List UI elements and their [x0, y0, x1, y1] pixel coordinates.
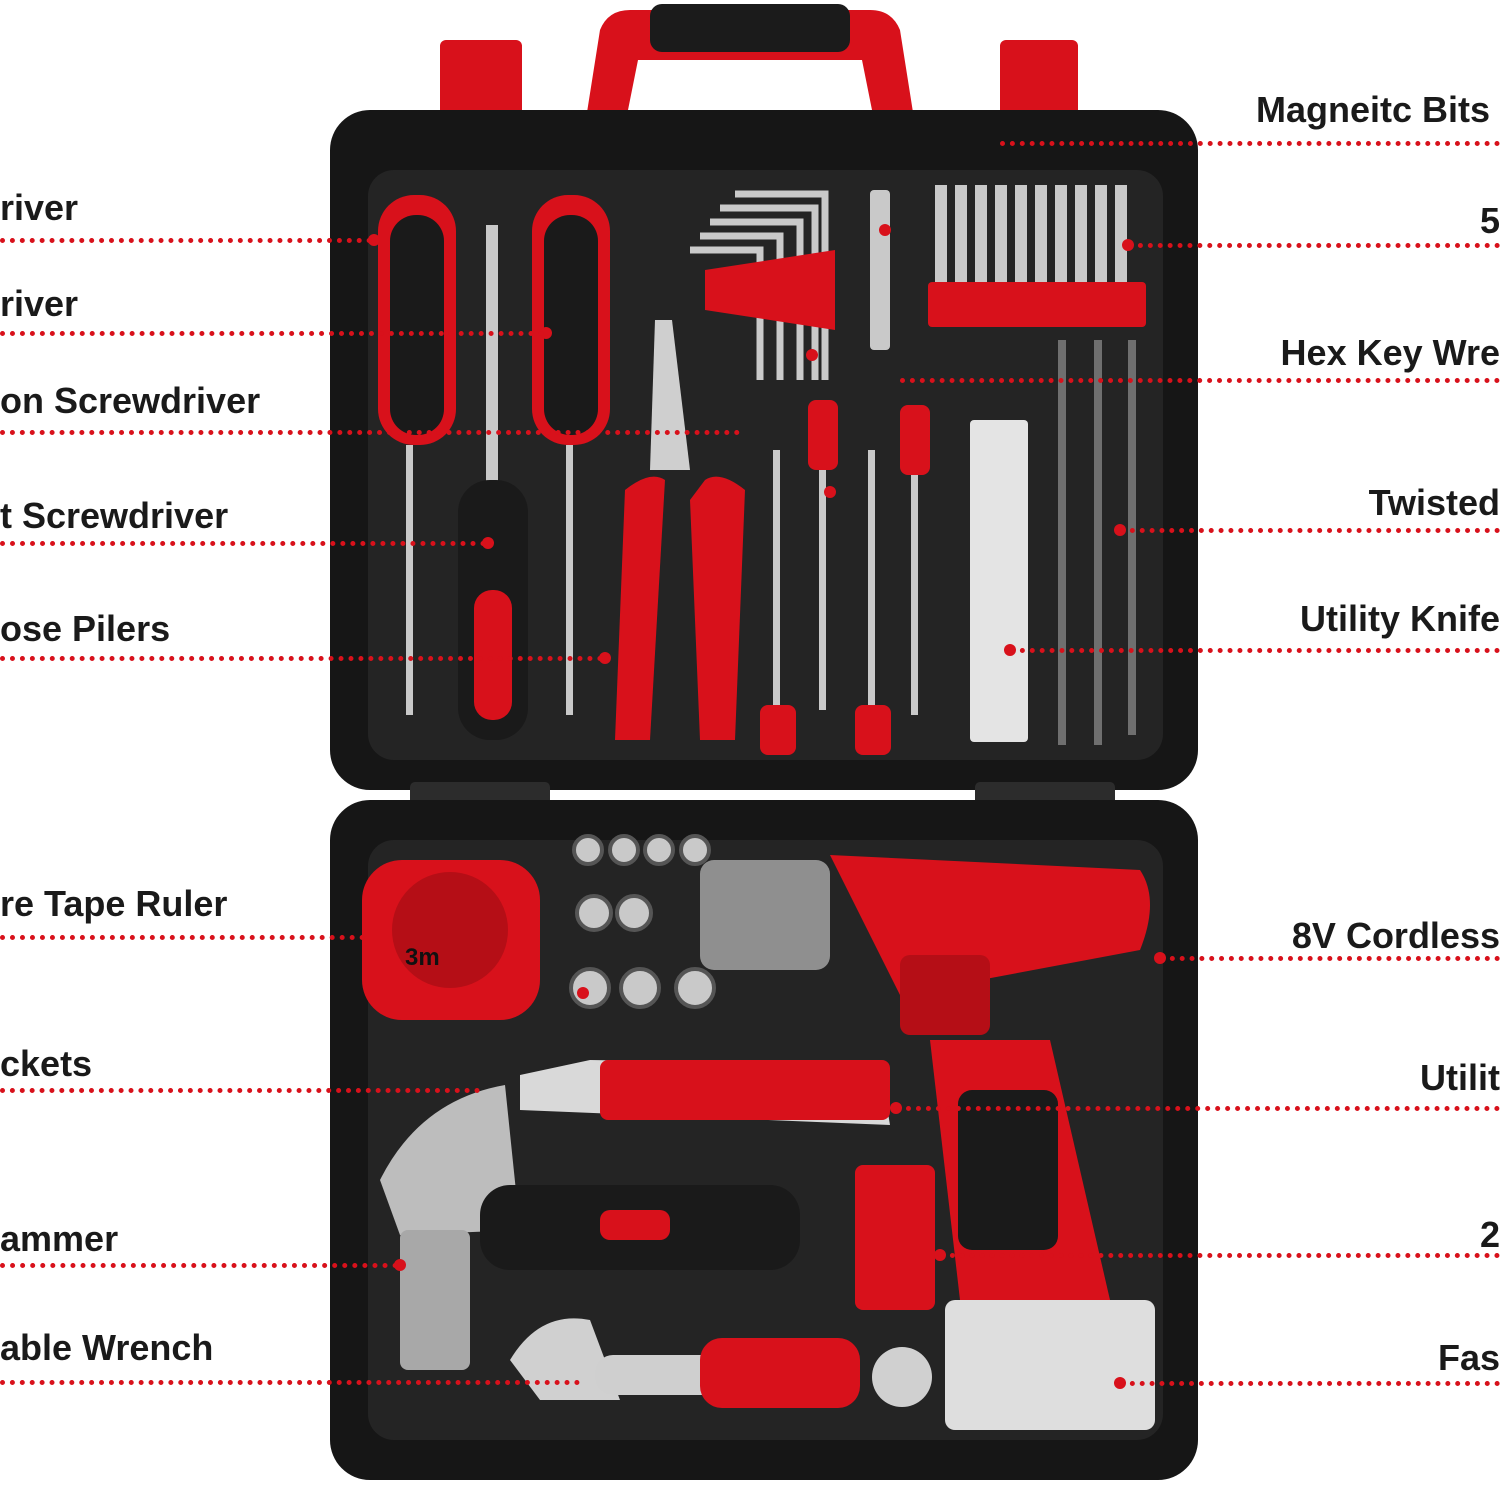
drill-bits: [1058, 340, 1136, 745]
bit-set: [855, 1165, 935, 1310]
screwdriver-1: [378, 195, 456, 715]
leader-left-8: [0, 1263, 398, 1268]
label-sockets: ckets: [0, 1043, 93, 1084]
leader-right-4: [1120, 528, 1500, 533]
tape-marking: 3m: [405, 944, 440, 971]
screwdriver-bits: [935, 185, 1127, 285]
label-bits-count: 5: [1479, 200, 1500, 241]
hex-key-holder: [705, 250, 835, 330]
precision-screwdrivers: [760, 400, 930, 755]
leader-left-4: [0, 541, 486, 546]
label-hammer: ammer: [0, 1218, 119, 1259]
label-precision-screwdriver: on Screwdriver: [0, 380, 261, 421]
tape-measure: 3m: [362, 860, 540, 1020]
label-hex-key-wrench: Hex Key Wre: [1280, 332, 1500, 373]
large-utility-knife: [520, 1060, 890, 1125]
adjustable-wrench: [510, 1318, 932, 1408]
small-utility-knife: [970, 420, 1028, 742]
bit-rack: [928, 282, 1146, 327]
label-bit-screwdriver: t Screwdriver: [0, 495, 229, 536]
leader-right-8: [940, 1253, 1500, 1258]
label-adjustable-wrench: able Wrench: [0, 1327, 214, 1368]
latch-left: [440, 40, 522, 120]
cordless-drill: [700, 855, 1150, 1300]
latch-right: [1000, 40, 1078, 120]
label-bit-set-count: 2: [1479, 1214, 1500, 1255]
case-handle: [585, 4, 915, 125]
leader-left-6: [0, 935, 365, 940]
label-utility: Utilit: [1420, 1057, 1500, 1098]
screwdriver-3: [532, 195, 610, 715]
leader-right-6: [1160, 956, 1500, 961]
hammer: [380, 1085, 800, 1370]
label-tape-ruler: re Tape Ruler: [0, 883, 228, 924]
leader-right-9: [1120, 1381, 1500, 1386]
leader-right-2: [1128, 243, 1500, 248]
label-twisted-drill: Twisted: [1368, 482, 1500, 523]
leader-right-7: [896, 1106, 1500, 1111]
leader-left-3: [0, 430, 740, 435]
leader-left-1: [0, 238, 372, 243]
leader-right-3: [900, 378, 1500, 383]
magnetic-bit-holder: [870, 190, 890, 350]
leader-left-9: [0, 1380, 580, 1385]
leader-left-5: [0, 656, 603, 661]
label-cordless-drill: 8V Cordless: [1291, 915, 1500, 956]
label-screwdriver-1: river: [0, 187, 79, 228]
pointer-dots: [368, 224, 1166, 1389]
label-screwdriver-2: river: [0, 283, 79, 324]
label-magnetic-bits: Magneitc Bits: [1255, 89, 1490, 130]
leader-left-2: [0, 331, 544, 336]
leader-left-7: [0, 1088, 480, 1093]
label-nose-pliers: ose Pilers: [0, 608, 171, 649]
leader-right-1: [1000, 141, 1500, 146]
label-fasteners: Fas: [1437, 1337, 1500, 1378]
label-utility-knife: Utility Knife: [1299, 598, 1500, 639]
fasteners-box: [945, 1300, 1155, 1430]
leader-right-5: [1010, 648, 1500, 653]
